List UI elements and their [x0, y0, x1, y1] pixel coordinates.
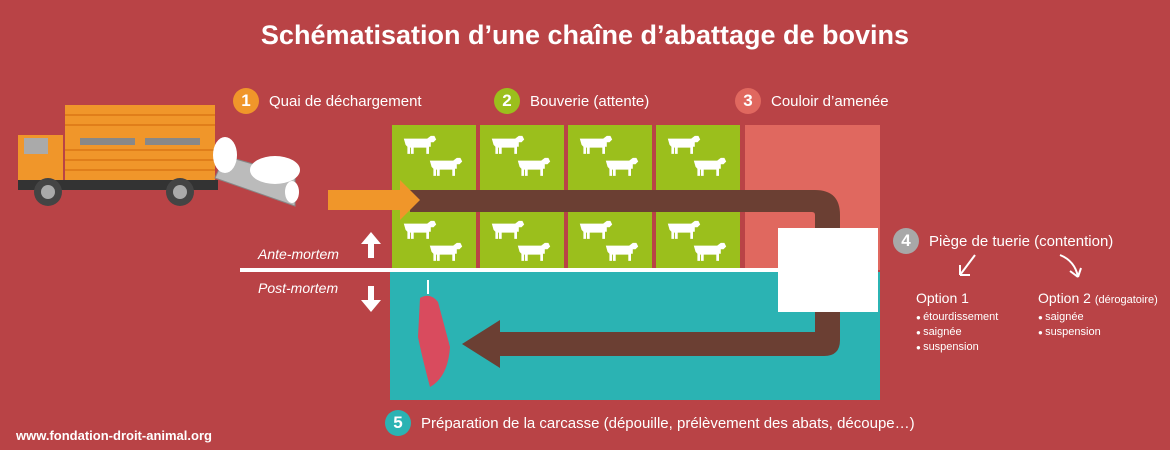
- step-label: Piège de tuerie (contention): [929, 232, 1114, 250]
- step-label: Bouverie (attente): [530, 92, 650, 110]
- option-title: Option 1: [916, 290, 969, 306]
- flow-arrow-brown: [410, 190, 855, 262]
- pen-cell: [656, 210, 740, 270]
- option-1: Option 1 étourdissementsaignéesuspension: [916, 290, 998, 355]
- pen-cell: [392, 210, 476, 270]
- option-item: étourdissement: [916, 310, 998, 325]
- return-arrow: [462, 312, 840, 368]
- pen-cell: [480, 210, 564, 270]
- step-number: 3: [735, 88, 761, 114]
- pen-cell: [568, 210, 652, 270]
- arrow-option2-icon: [1059, 254, 1082, 278]
- option-item: saignée: [916, 325, 998, 340]
- step-label: Quai de déchargement: [269, 92, 422, 110]
- step-label: Couloir d’amenée: [771, 92, 889, 110]
- stunning-box: [778, 228, 878, 312]
- option-note: (dérogatoire): [1094, 294, 1158, 306]
- option-2: Option 2 (dérogatoire) saignéesuspension: [1038, 290, 1158, 340]
- step-4: 4 Piège de tuerie (contention): [893, 228, 1113, 254]
- pen-cell: [392, 125, 476, 190]
- option-item: saignée: [1038, 310, 1158, 325]
- ante-mortem-label: Ante-mortem: [258, 246, 339, 262]
- entry-arrow: [328, 180, 420, 220]
- option-item: suspension: [916, 340, 998, 355]
- arrow-option1-icon: [959, 254, 976, 276]
- pen-cell: [568, 125, 652, 190]
- up-arrow-icon: [361, 232, 381, 258]
- step-number: 2: [494, 88, 520, 114]
- step-label: Préparation de la carcasse (dépouille, p…: [421, 414, 915, 432]
- step-3: 3 Couloir d’amenée: [735, 88, 889, 114]
- down-arrow-icon: [361, 286, 381, 312]
- pen-cell: [480, 125, 564, 190]
- website-link[interactable]: www.fondation-droit-animal.org: [16, 428, 212, 443]
- step-2: 2 Bouverie (attente): [494, 88, 649, 114]
- step-number: 5: [385, 410, 411, 436]
- option-title: Option 2: [1038, 290, 1091, 306]
- truck-illustration: [18, 105, 300, 207]
- page-title: Schématisation d’une chaîne d’abattage d…: [260, 20, 910, 50]
- post-mortem-label: Post-mortem: [258, 280, 339, 296]
- step-number: 1: [233, 88, 259, 114]
- step-1: 1 Quai de déchargement: [233, 88, 422, 114]
- step-5: 5 Préparation de la carcasse (dépouille, …: [385, 410, 915, 436]
- carcass-icon: [418, 280, 450, 387]
- step-number: 4: [893, 228, 919, 254]
- pen-cell: [656, 125, 740, 190]
- option-item: suspension: [1038, 325, 1158, 340]
